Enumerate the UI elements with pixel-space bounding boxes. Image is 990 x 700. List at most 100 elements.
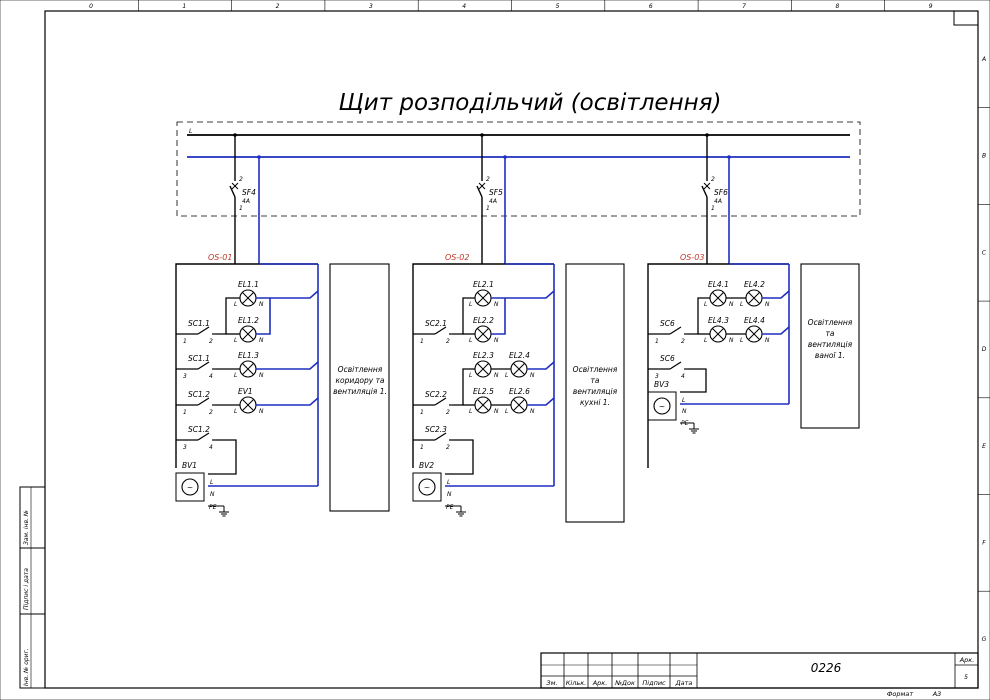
terminal-n-label: N <box>494 301 499 308</box>
switch-pin-label: 1 <box>420 444 424 451</box>
switch-label: SC1.2 <box>188 390 210 399</box>
ruler-label: 2 <box>276 3 280 10</box>
title-block <box>540 652 979 689</box>
lamp-label: EL2.6 <box>509 387 530 396</box>
lamp-label: EL1.1 <box>238 280 259 289</box>
neutral-wire <box>256 361 319 370</box>
switch-label: SC2.1 <box>425 319 447 328</box>
group-box <box>565 263 625 523</box>
terminal-n-label: N <box>259 301 264 308</box>
title-block-column: Кільк. <box>566 679 586 687</box>
lamp-label: EL1.2 <box>238 316 259 325</box>
ruler-label: 8 <box>835 3 839 10</box>
lamp-icon <box>474 396 492 414</box>
neutral-wire <box>256 397 319 406</box>
group-tag: OS-02 <box>445 253 469 262</box>
lamp-label: EL4.1 <box>708 280 729 289</box>
lamp-label: EL2.4 <box>509 351 530 360</box>
lamp-cross <box>242 328 254 340</box>
terminal-l-label: L <box>740 301 743 308</box>
switch-label: SC6 <box>660 354 675 363</box>
breaker-pin-label: 2 <box>711 176 715 183</box>
breaker-rating: 4A <box>714 198 722 205</box>
switch-pin-label: 2 <box>209 338 213 345</box>
switch-pin-label: 4 <box>209 444 213 451</box>
fan-symbol: ~ <box>187 483 193 492</box>
breaker-pin-label: 1 <box>239 205 243 212</box>
breaker-pin-label: 1 <box>486 205 490 212</box>
terminal-n-label: N <box>494 337 499 344</box>
neutral-wire <box>527 361 555 370</box>
switch-pin-label: 4 <box>681 373 685 380</box>
lamp-icon <box>745 289 763 307</box>
lamp-icon <box>709 289 727 307</box>
switch-blade <box>669 361 682 370</box>
switch-blade <box>434 397 447 406</box>
breaker-blade <box>701 185 708 198</box>
lamp-icon <box>474 289 492 307</box>
terminal-n-label: N <box>259 408 264 415</box>
lamp-icon <box>474 360 492 378</box>
terminal-l-label: L <box>704 301 707 308</box>
lamp-icon <box>745 325 763 343</box>
ruler-label: 5 <box>556 3 560 10</box>
breaker-label: SF6 <box>714 188 728 197</box>
fan-icon <box>653 397 671 415</box>
format-value: А3 <box>932 690 942 698</box>
lamp-label: EV1 <box>238 387 253 396</box>
switch-label: SC1.1 <box>188 319 210 328</box>
switch-blade <box>197 432 210 441</box>
lamp-cross <box>513 363 525 375</box>
ruler-label: A <box>981 56 986 63</box>
switch-pin-label: 1 <box>655 338 659 345</box>
terminal-l-label: L <box>234 408 237 415</box>
format-label: Формат <box>887 690 914 698</box>
terminal-l-label: L <box>505 408 508 415</box>
switch-blade <box>434 326 447 335</box>
breaker-cross <box>478 182 486 190</box>
fan-wire <box>680 368 707 393</box>
terminal-l-label: L <box>469 337 472 344</box>
title-block-column: Підпис <box>642 679 666 687</box>
sheet-number: 5 <box>964 674 968 681</box>
breaker-pin-label: 2 <box>486 176 490 183</box>
lamp-cross <box>477 292 489 304</box>
ruler-label: 7 <box>742 3 746 10</box>
sheet-label: Арк. <box>959 656 975 664</box>
title-block-column: Зм. <box>546 679 557 687</box>
lamp-icon <box>474 325 492 343</box>
lamp-cross <box>748 328 760 340</box>
terminal-n-label: N <box>530 408 535 415</box>
ruler-label: C <box>982 249 987 256</box>
group-tag: OS-01 <box>208 253 232 262</box>
switch-pin-label: 2 <box>446 338 450 345</box>
lamp-cross <box>242 292 254 304</box>
breaker-pin-label: 2 <box>239 176 243 183</box>
fan-icon <box>418 478 436 496</box>
bus-label: L <box>189 128 192 135</box>
lamp-icon <box>239 360 257 378</box>
switch-blade <box>434 432 447 441</box>
terminal-n-label: N <box>494 372 499 379</box>
fan-label: BV3 <box>654 380 669 389</box>
switch-label: SC1.2 <box>188 425 210 434</box>
ruler-label: 6 <box>649 3 653 10</box>
lamp-label: EL2.5 <box>473 387 494 396</box>
terminal-l-label: L <box>704 337 707 344</box>
terminal-l-label: L <box>447 479 450 486</box>
terminal-n-label: N <box>682 408 687 415</box>
switch-pin-label: 2 <box>209 409 213 416</box>
switch-pin-label: 1 <box>420 409 424 416</box>
ruler-label: F <box>982 540 986 547</box>
lamp-label: EL2.2 <box>473 316 494 325</box>
switch-pin-label: 3 <box>183 444 187 451</box>
switch-pin-label: 2 <box>681 338 685 345</box>
group-tag: OS-03 <box>680 253 704 262</box>
fan-icon <box>181 478 199 496</box>
stamp-label: Зам. інв. № <box>23 510 30 545</box>
terminal-l-label: L <box>234 301 237 308</box>
breaker-label: SF5 <box>489 188 503 197</box>
terminal-n-label: N <box>259 337 264 344</box>
